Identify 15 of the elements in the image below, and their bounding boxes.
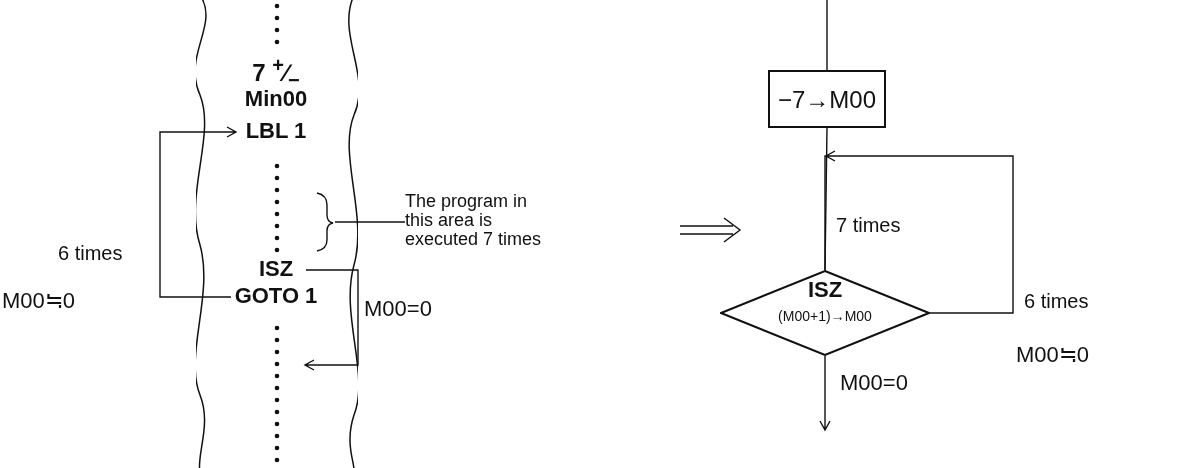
decision-diamond <box>720 270 930 356</box>
arrow <box>824 150 1014 314</box>
leader-line <box>826 0 828 71</box>
program-step: Min00 <box>216 87 336 111</box>
condition-text: (M00+1)→M00 <box>777 307 873 326</box>
note-text: The program in this area is executed 7 times <box>405 192 543 249</box>
program-step: GOTO 1 <box>231 284 321 308</box>
program-step: ISZ <box>246 257 306 281</box>
program-step: LBL 1 <box>236 119 316 143</box>
arrow <box>159 126 238 298</box>
leader-line <box>334 221 406 223</box>
arrow <box>819 355 831 432</box>
decision-text: ISZ <box>806 278 844 302</box>
process-text: −7→M00 <box>776 88 878 112</box>
arrow <box>303 269 359 371</box>
